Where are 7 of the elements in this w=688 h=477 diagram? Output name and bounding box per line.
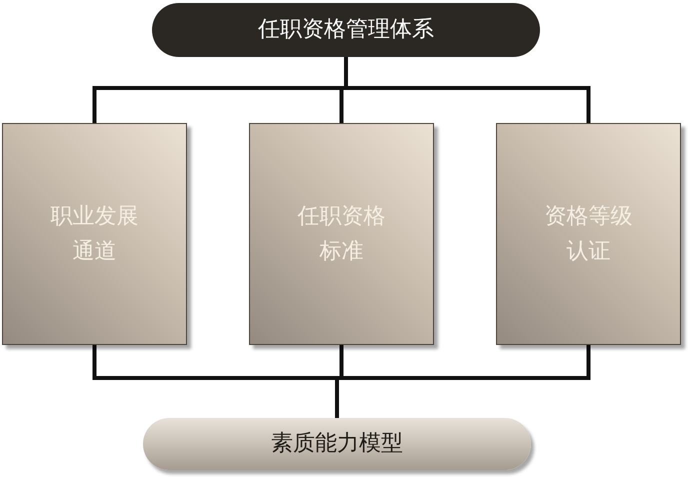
node-label: 素质能力模型 xyxy=(271,430,403,458)
category-card xyxy=(2,123,187,345)
node-label: 任职资格管理体系 xyxy=(258,16,434,44)
category-card xyxy=(496,123,681,345)
title-pill xyxy=(152,3,540,57)
foundation-pill xyxy=(143,418,531,470)
category-card xyxy=(249,123,434,345)
